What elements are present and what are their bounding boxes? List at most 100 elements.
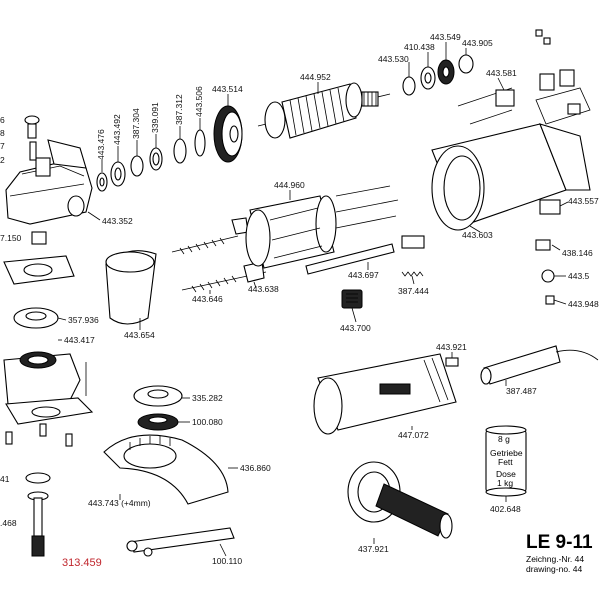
cap-443905 <box>458 54 474 74</box>
label-387444: 387.444 <box>398 286 429 296</box>
grease-line4: 1 kg <box>497 478 513 488</box>
label-2: 2 <box>0 155 5 165</box>
grease-line1: Getriebe <box>490 448 523 458</box>
label-443514: 443.514 <box>212 84 243 94</box>
grease-line2: Fett <box>498 457 513 467</box>
model-title: LE 9-11 <box>526 532 593 553</box>
guard-cover-443654 <box>105 250 157 325</box>
label-443549: 443.549 <box>430 32 461 42</box>
label-387304: 387.304 <box>131 108 141 139</box>
washer-387304 <box>130 155 144 177</box>
label-443697: 443.697 <box>348 270 379 280</box>
part-labels: 443.476 443.492 387.304 339.091 387.312 … <box>0 32 599 569</box>
drawing-no-en: drawing-no. 44 <box>526 564 583 574</box>
grease-can-text: 8 g Getriebe Fett Dose 1 kg <box>490 434 523 488</box>
title-block: LE 9-11 Zeichng.-Nr. 44 drawing-no. 44 <box>526 532 593 574</box>
label-443948: 443.948 <box>568 299 599 309</box>
bearing-410438 <box>420 66 436 90</box>
label-443603: 443.603 <box>462 230 493 240</box>
spindle-lock-parts <box>24 115 40 161</box>
label-41: 41 <box>0 474 10 484</box>
side-handle-387487 <box>480 345 599 385</box>
label-443581: 443.581 <box>486 68 517 78</box>
label-335282: 335.282 <box>192 393 223 403</box>
grease-can-402648 <box>485 425 527 497</box>
label-8: 8 <box>0 128 5 138</box>
clip-upper <box>231 217 249 235</box>
gasket-left <box>3 255 75 285</box>
gear-357936 <box>13 307 59 329</box>
label-387312: 387.312 <box>174 94 184 125</box>
flange-335282 <box>133 385 183 407</box>
label-438146: 438.146 <box>562 248 593 258</box>
label-444952: 444.952 <box>300 72 331 82</box>
drawing-no-de: Zeichng.-Nr. 44 <box>526 554 584 564</box>
bearing-443476 <box>96 172 108 192</box>
screw-443921 <box>445 357 459 367</box>
label-443530: 443.530 <box>378 54 409 64</box>
brush-assembly <box>535 69 591 125</box>
label-7150: 7.150 <box>0 233 22 243</box>
screw-top-right <box>535 29 551 45</box>
label-6: 6 <box>0 115 5 125</box>
washer-339091 <box>149 147 163 171</box>
bearing-443492 <box>110 161 126 187</box>
label-410438: 410.438 <box>404 42 435 52</box>
label-7: 7 <box>0 141 5 151</box>
screw-443948 <box>545 295 555 305</box>
rear-housing-447072 <box>313 353 457 435</box>
label-436860: 436.860 <box>240 463 271 473</box>
label-443417: 443.417 <box>64 335 95 345</box>
label-443492: 443.492 <box>112 114 122 145</box>
fan-443514 <box>213 105 243 163</box>
motor-housing-443603 <box>431 123 591 231</box>
label-443352: 443.352 <box>102 216 133 226</box>
label-443638: 443.638 <box>248 284 279 294</box>
screws-left <box>5 423 73 447</box>
bushing-7150 <box>31 231 47 245</box>
washer-41 <box>25 472 51 484</box>
label-100110: 100.110 <box>212 556 242 566</box>
brush-438146 <box>535 239 551 251</box>
bearing-443549 <box>437 59 455 85</box>
label-4435: 443.5 <box>568 271 590 281</box>
label-468: .468 <box>0 518 17 528</box>
grease-line3: Dose <box>496 469 516 479</box>
switch-rod-443697 <box>305 235 425 275</box>
label-387487: 387.487 <box>506 386 537 396</box>
label-437921: 437.921 <box>358 544 389 554</box>
brush-holder-443581 <box>457 87 515 125</box>
label-444960: 444.960 <box>274 180 305 190</box>
switch-button-443700 <box>341 289 363 309</box>
nut-100080 <box>137 413 179 431</box>
label-443557: 443.557 <box>568 196 599 206</box>
spindle-468 <box>27 491 49 557</box>
label-443700: 443.700 <box>340 323 371 333</box>
leader-lines <box>57 42 569 557</box>
stator-444960 <box>245 185 399 269</box>
spring-387444 <box>401 271 424 277</box>
label-443921: 443.921 <box>436 342 467 352</box>
label-100080: 100.080 <box>192 417 223 427</box>
aux-handle-437921 <box>347 461 453 539</box>
label-443905: 443.905 <box>462 38 493 48</box>
ring-387312 <box>173 138 187 164</box>
disc-guard-436860 <box>103 434 229 505</box>
flange-plate <box>5 397 94 425</box>
armature-444952 <box>257 82 391 139</box>
spanner-100110 <box>126 527 235 557</box>
label-highlight-313459: 313.459 <box>62 557 102 569</box>
label-443654: 443.654 <box>124 330 155 340</box>
bearing-443530 <box>402 76 416 96</box>
label-443476: 443.476 <box>96 129 106 160</box>
bearing-flange-443417 <box>3 351 81 405</box>
grease-amount: 8 g <box>498 434 510 444</box>
long-screw-upper <box>171 235 239 255</box>
label-339091: 339.091 <box>150 102 160 133</box>
ring-443506 <box>194 129 206 157</box>
spring-brush <box>541 269 555 283</box>
gear-head-443352 <box>5 139 93 225</box>
label-443646: 443.646 <box>192 294 223 304</box>
label-443743: 443.743 (+4mm) <box>88 498 151 508</box>
